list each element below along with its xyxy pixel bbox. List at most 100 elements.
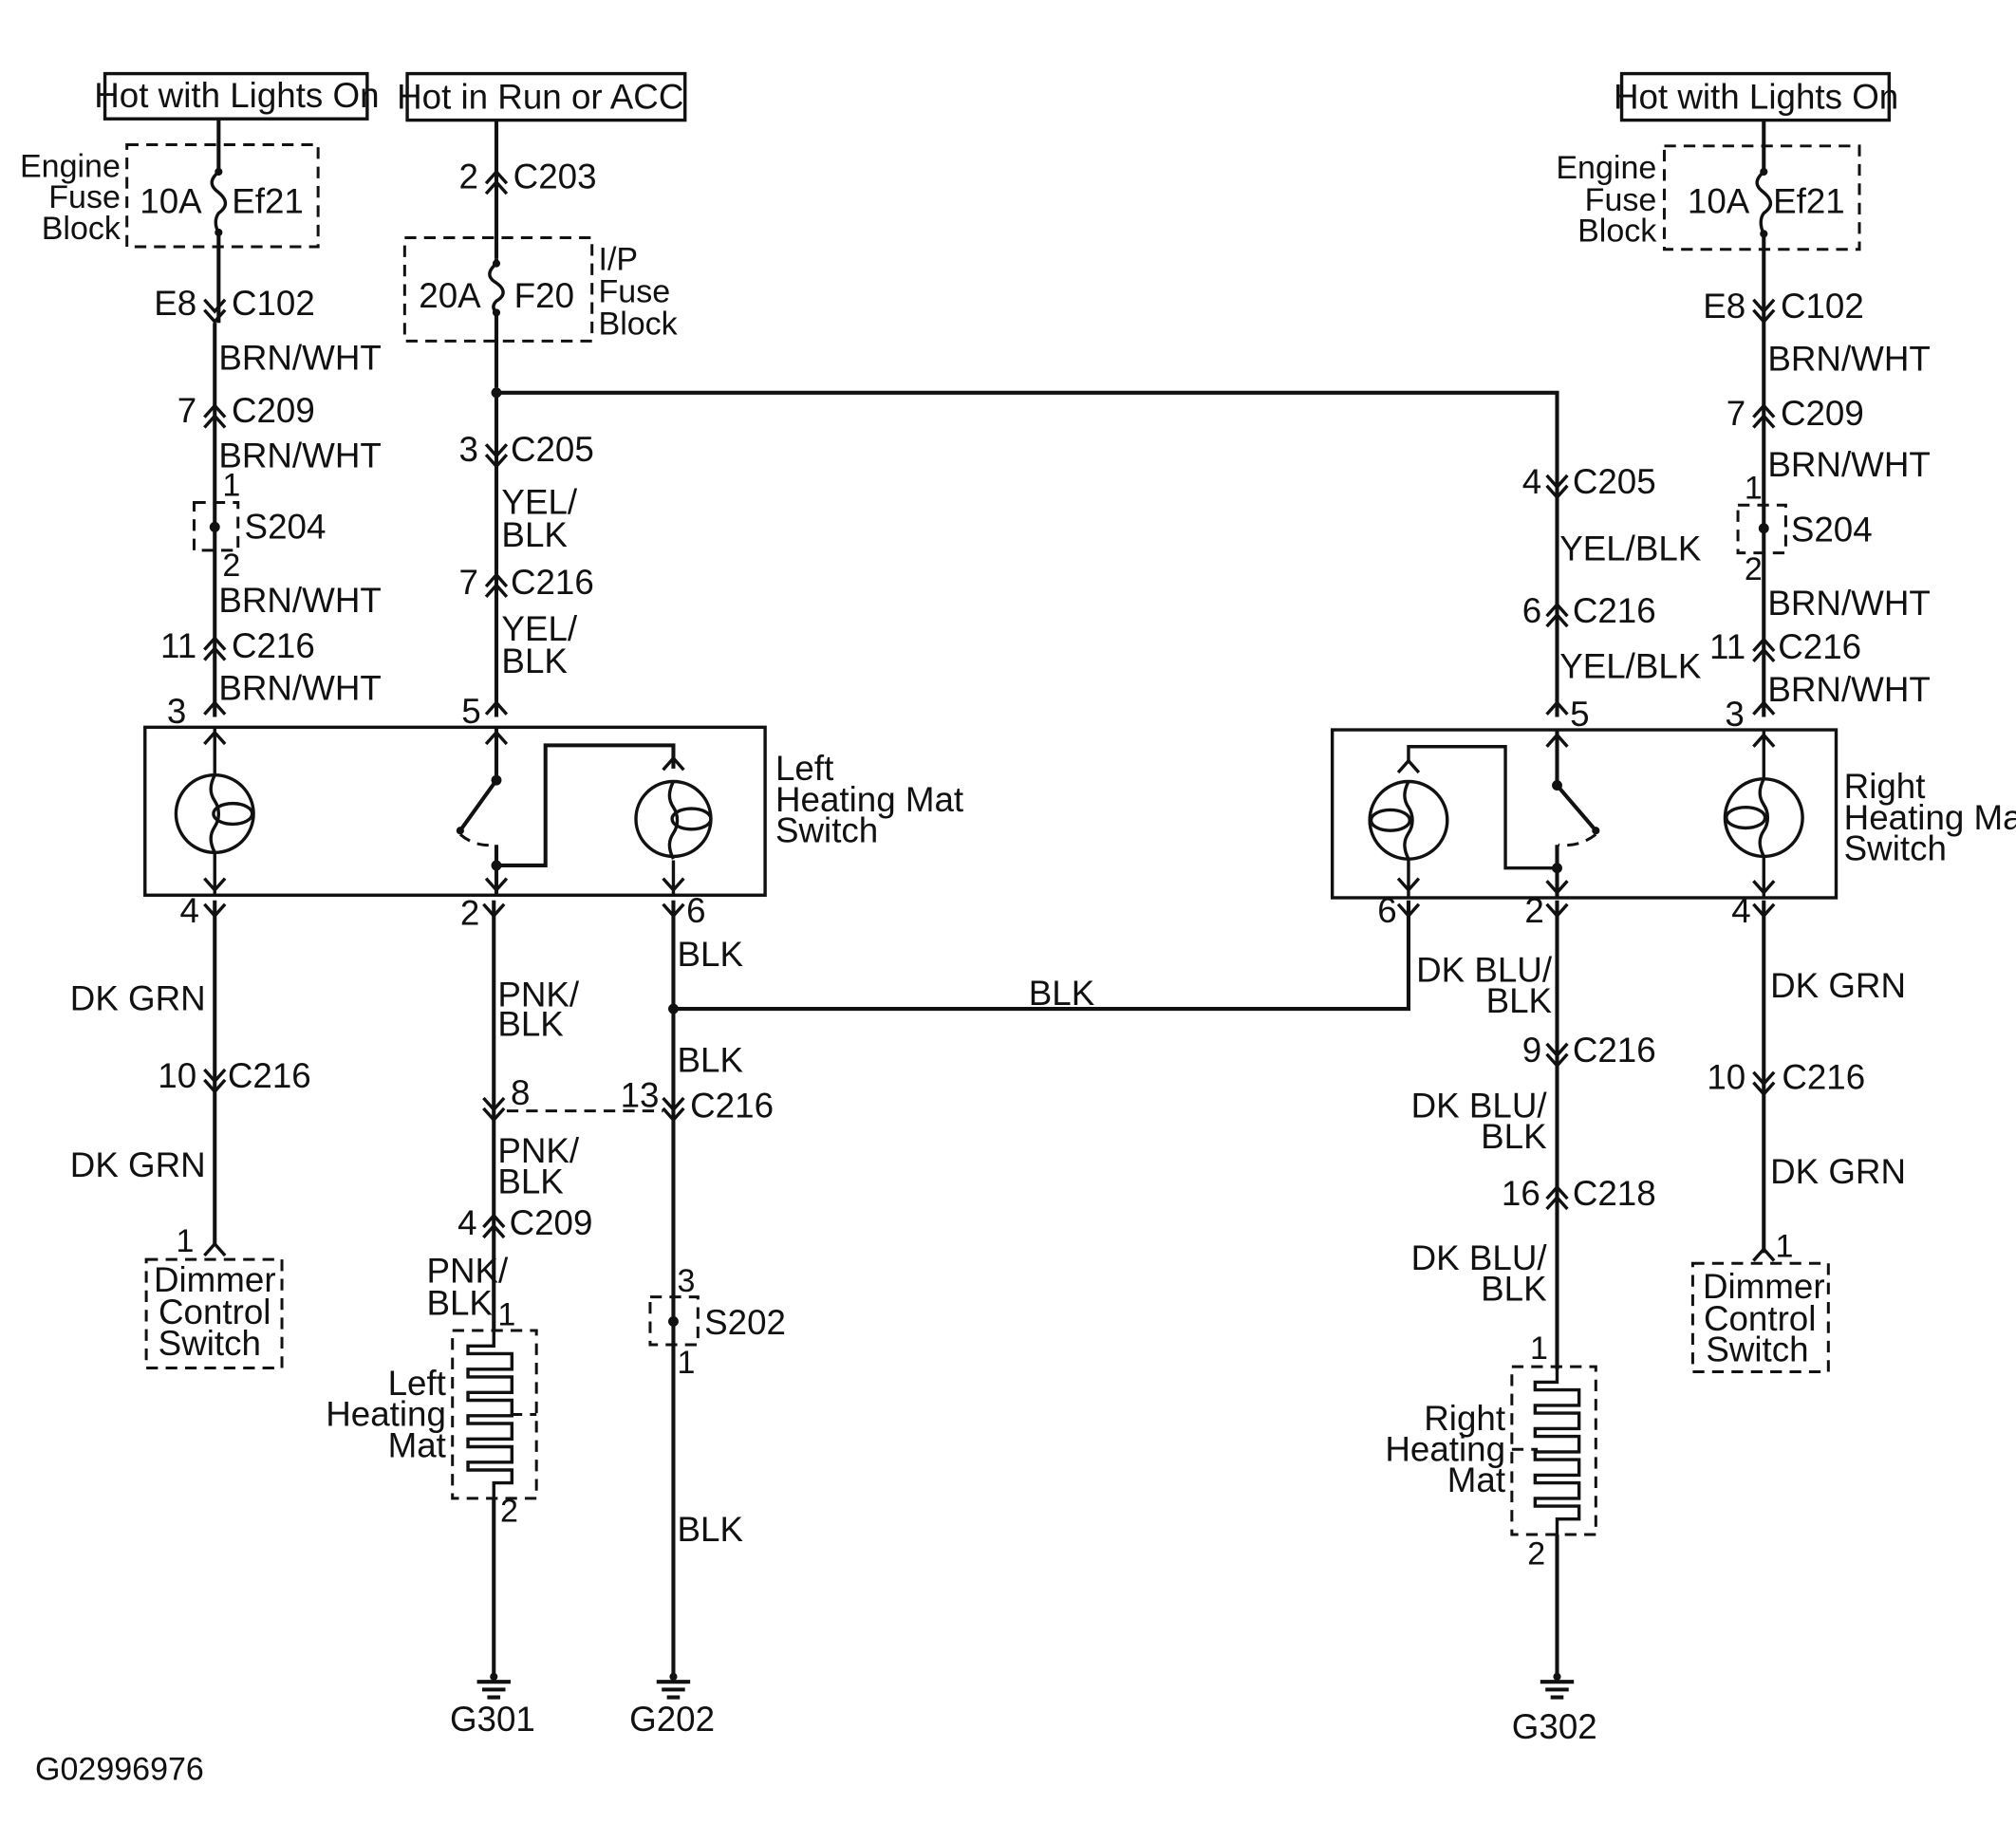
svg-text:2: 2 (1745, 551, 1763, 587)
svg-text:Switch: Switch (775, 810, 878, 849)
svg-text:Hot with Lights On: Hot with Lights On (1614, 77, 1898, 116)
svg-text:Switch: Switch (1844, 829, 1947, 868)
svg-text:16: 16 (1502, 1174, 1540, 1213)
svg-text:BLK: BLK (1481, 1117, 1547, 1156)
svg-text:Fuse: Fuse (599, 274, 671, 310)
splice-right-s204: 1 S204 2 (1736, 470, 1873, 587)
svg-text:6: 6 (686, 891, 705, 930)
dimmer-control-switch-left: 1 Dimmer Control Switch (144, 1223, 284, 1369)
connector-symbols (203, 169, 1776, 1262)
svg-text:C216: C216 (1782, 1057, 1865, 1096)
connector-labels: E8 C102 7 C209 11 C216 10 C216 2 C203 3 … (154, 158, 1865, 1243)
svg-text:C209: C209 (1781, 394, 1864, 433)
svg-text:4: 4 (179, 891, 198, 930)
svg-text:C205: C205 (1573, 462, 1656, 501)
svg-text:BLK: BLK (501, 515, 568, 554)
svg-text:Left: Left (775, 749, 833, 788)
source-left-lights: Hot with Lights On (94, 71, 380, 121)
svg-text:BRN/WHT: BRN/WHT (218, 437, 381, 475)
svg-text:Heating: Heating (326, 1395, 446, 1434)
svg-text:1: 1 (497, 1297, 515, 1333)
svg-text:7: 7 (458, 563, 477, 602)
svg-text:BLK: BLK (497, 1005, 564, 1044)
right-heating-mat-switch: Right Heating Mat Switch 5 3 6 2 4 (1330, 695, 2016, 930)
svg-text:7: 7 (1727, 394, 1745, 433)
svg-text:DK BLU/: DK BLU/ (1411, 1086, 1548, 1125)
svg-text:C102: C102 (232, 284, 315, 323)
svg-text:2: 2 (458, 158, 477, 196)
svg-text:6: 6 (1522, 591, 1541, 630)
svg-text:2: 2 (222, 548, 240, 584)
svg-text:BLK: BLK (501, 642, 568, 680)
svg-text:C216: C216 (1573, 1031, 1656, 1070)
svg-text:20A: 20A (419, 276, 481, 315)
svg-text:G202: G202 (629, 1700, 715, 1739)
fuse-right-ef21: Engine Fuse Block 10A Ef21 (1556, 120, 1861, 310)
fuse-ip-f20: I/P Fuse Block 20A F20 (402, 235, 679, 388)
svg-text:6: 6 (1377, 891, 1396, 930)
svg-text:PNK/: PNK/ (497, 1131, 580, 1170)
svg-text:E8: E8 (154, 284, 196, 323)
svg-text:Ef21: Ef21 (232, 182, 304, 221)
splice-s202: 3 S202 1 (648, 1263, 786, 1381)
splice-left-s204: 1 S204 2 (192, 468, 327, 584)
svg-text:Block: Block (599, 307, 679, 343)
svg-text:S204: S204 (245, 508, 327, 547)
svg-text:2: 2 (460, 894, 479, 933)
svg-text:Right: Right (1844, 767, 1926, 806)
svg-text:BRN/WHT: BRN/WHT (218, 669, 381, 708)
svg-text:E8: E8 (1703, 287, 1745, 326)
svg-text:PNK/: PNK/ (497, 975, 580, 1014)
svg-text:7: 7 (177, 391, 196, 430)
wire-labels: BRN/WHT BRN/WHT BRN/WHT BRN/WHT DK GRN D… (70, 338, 1931, 1549)
svg-text:Engine: Engine (20, 148, 121, 184)
svg-text:10A: 10A (140, 182, 202, 221)
svg-text:C216: C216 (690, 1086, 774, 1125)
svg-text:C203: C203 (513, 158, 597, 196)
svg-text:Mat: Mat (388, 1425, 446, 1464)
svg-text:F20: F20 (514, 276, 574, 315)
left-heating-mat: 1 2 Left Heating Mat (326, 1297, 538, 1529)
svg-text:PNK/: PNK/ (426, 1252, 509, 1291)
svg-text:10: 10 (158, 1056, 196, 1095)
dimmer-control-switch-right: 1 Dimmer Control Switch (1690, 1228, 1830, 1374)
svg-text:Fuse: Fuse (48, 179, 121, 215)
svg-text:Hot in Run or ACC: Hot in Run or ACC (397, 77, 683, 116)
svg-text:Engine: Engine (1556, 150, 1656, 186)
svg-text:4: 4 (1731, 891, 1750, 930)
svg-text:BLK: BLK (1029, 974, 1095, 1013)
svg-text:Left: Left (388, 1364, 446, 1403)
svg-text:BRN/WHT: BRN/WHT (1767, 445, 1930, 484)
svg-text:4: 4 (457, 1203, 476, 1242)
svg-text:1: 1 (222, 468, 240, 504)
fuse-left-ef21: Engine Fuse Block 10A Ef21 (20, 120, 320, 310)
right-heating-mat: 1 2 Right Heating Mat (1385, 1330, 1597, 1572)
svg-text:Control: Control (159, 1293, 271, 1331)
wire-runs (213, 120, 1766, 1680)
svg-text:3: 3 (1725, 695, 1744, 734)
svg-text:DK BLU/: DK BLU/ (1416, 950, 1553, 989)
ground-g202: G202 (629, 1672, 715, 1739)
svg-text:YEL/: YEL/ (501, 609, 577, 648)
svg-text:G301: G301 (450, 1700, 535, 1739)
svg-text:Dimmer: Dimmer (154, 1260, 276, 1299)
svg-text:13: 13 (621, 1076, 660, 1115)
svg-text:C102: C102 (1781, 287, 1864, 326)
svg-text:Right: Right (1424, 1399, 1505, 1438)
svg-text:S204: S204 (1791, 510, 1873, 549)
svg-text:C216: C216 (511, 563, 594, 602)
svg-text:C209: C209 (232, 391, 315, 430)
source-right-lights: Hot with Lights On (1614, 71, 1898, 122)
svg-text:BRN/WHT: BRN/WHT (218, 581, 381, 620)
svg-text:C218: C218 (1573, 1174, 1656, 1213)
svg-text:11: 11 (1709, 627, 1745, 666)
svg-text:C209: C209 (510, 1203, 593, 1242)
svg-text:11: 11 (160, 626, 196, 665)
svg-text:10A: 10A (1688, 182, 1750, 221)
svg-text:10: 10 (1707, 1057, 1745, 1096)
svg-text:DK GRN: DK GRN (1770, 966, 1906, 1005)
svg-text:1: 1 (1776, 1228, 1794, 1264)
svg-text:I/P: I/P (599, 241, 639, 277)
ground-g302: G302 (1512, 1672, 1597, 1746)
svg-text:C205: C205 (511, 430, 594, 469)
